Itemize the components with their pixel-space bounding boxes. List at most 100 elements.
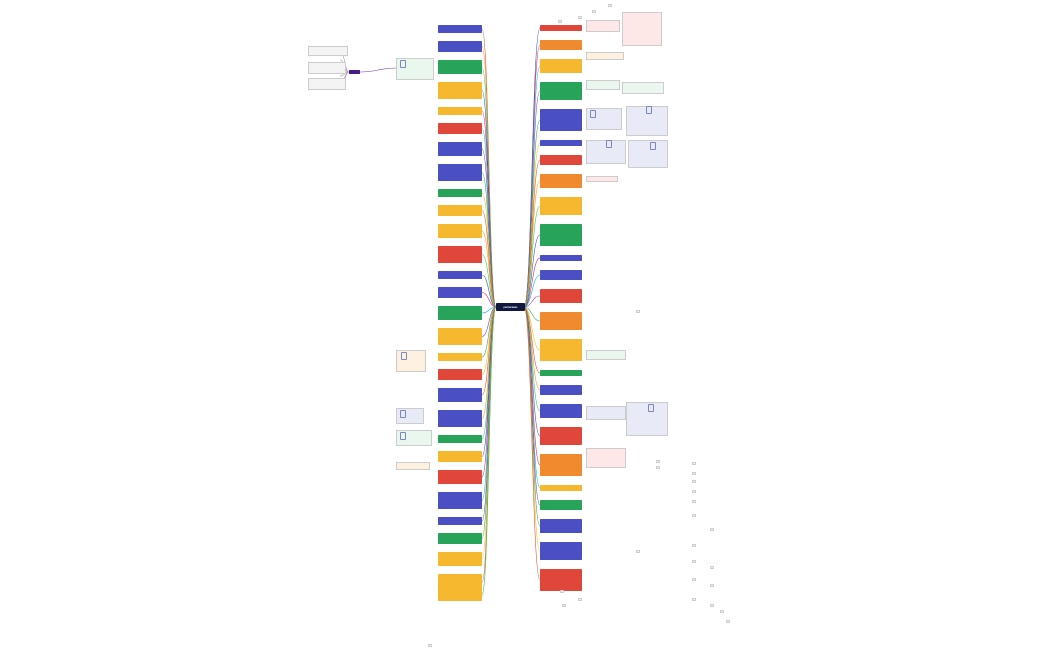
- note-card[interactable]: [586, 448, 626, 468]
- left-topic-node[interactable]: [438, 410, 482, 427]
- label-tag[interactable]: [560, 590, 564, 593]
- label-tag[interactable]: [656, 466, 660, 469]
- left-topic-node[interactable]: [438, 306, 482, 320]
- right-topic-node[interactable]: [540, 339, 582, 361]
- left-topic-node[interactable]: [438, 107, 482, 115]
- note-card[interactable]: [622, 12, 662, 46]
- right-topic-node[interactable]: [540, 404, 582, 418]
- left-topic-node[interactable]: [438, 224, 482, 238]
- left-subtopic-node[interactable]: [349, 70, 360, 74]
- right-topic-node[interactable]: [540, 82, 582, 100]
- left-topic-node[interactable]: [438, 517, 482, 525]
- right-topic-node[interactable]: [540, 542, 582, 560]
- note-card[interactable]: [586, 350, 626, 360]
- left-topic-node[interactable]: [438, 353, 482, 361]
- note-card[interactable]: [396, 462, 430, 470]
- left-topic-node[interactable]: [438, 142, 482, 156]
- right-topic-node[interactable]: [540, 40, 582, 50]
- right-topic-node[interactable]: [540, 224, 582, 246]
- left-topic-node[interactable]: [438, 205, 482, 216]
- left-topic-node[interactable]: [438, 388, 482, 402]
- label-tag[interactable]: [692, 514, 696, 517]
- note-card[interactable]: [586, 80, 620, 90]
- label-tag[interactable]: [692, 472, 696, 475]
- label-tag[interactable]: [720, 610, 724, 613]
- label-tag[interactable]: [710, 528, 714, 531]
- label-tag[interactable]: [608, 4, 612, 7]
- note-card[interactable]: [586, 176, 618, 182]
- right-topic-node[interactable]: [540, 569, 582, 591]
- label-tag[interactable]: [656, 460, 660, 463]
- note-card[interactable]: [396, 350, 426, 372]
- left-topic-node[interactable]: [438, 451, 482, 462]
- right-topic-node[interactable]: [540, 427, 582, 445]
- label-tag[interactable]: [692, 560, 696, 563]
- label-tag[interactable]: [636, 550, 640, 553]
- note-card[interactable]: [626, 106, 668, 136]
- left-topic-node[interactable]: [438, 435, 482, 443]
- label-tag[interactable]: [726, 620, 730, 623]
- left-topic-node[interactable]: [438, 164, 482, 181]
- right-topic-node[interactable]: [540, 174, 582, 188]
- label-tag[interactable]: [692, 490, 696, 493]
- right-topic-node[interactable]: [540, 197, 582, 215]
- right-topic-node[interactable]: [540, 519, 582, 533]
- note-card[interactable]: [308, 78, 346, 90]
- right-topic-node[interactable]: [540, 270, 582, 280]
- label-tag[interactable]: [692, 500, 696, 503]
- left-topic-node[interactable]: [438, 189, 482, 197]
- left-topic-node[interactable]: [438, 82, 482, 99]
- note-card[interactable]: [308, 46, 348, 56]
- right-topic-node[interactable]: [540, 312, 582, 330]
- label-tag[interactable]: [710, 566, 714, 569]
- right-topic-node[interactable]: [540, 289, 582, 303]
- label-tag[interactable]: [428, 644, 432, 647]
- note-card[interactable]: [586, 20, 620, 32]
- right-topic-node[interactable]: [540, 59, 582, 73]
- right-topic-node[interactable]: [540, 370, 582, 376]
- note-card[interactable]: [586, 406, 626, 420]
- left-topic-node[interactable]: [438, 25, 482, 33]
- left-topic-node[interactable]: [438, 590, 482, 601]
- left-topic-node[interactable]: [438, 492, 482, 509]
- label-tag[interactable]: [592, 10, 596, 13]
- note-card[interactable]: [396, 408, 424, 424]
- left-topic-node[interactable]: [438, 123, 482, 134]
- note-card[interactable]: [626, 402, 668, 436]
- left-topic-node[interactable]: [438, 41, 482, 52]
- label-tag[interactable]: [558, 20, 562, 23]
- left-topic-node[interactable]: [438, 369, 482, 380]
- left-topic-node[interactable]: [438, 246, 482, 263]
- label-tag[interactable]: [578, 598, 582, 601]
- label-tag[interactable]: [692, 462, 696, 465]
- left-topic-node[interactable]: [438, 328, 482, 345]
- right-topic-node[interactable]: [540, 500, 582, 510]
- left-topic-node[interactable]: [438, 552, 482, 566]
- right-topic-node[interactable]: [540, 25, 582, 31]
- label-tag[interactable]: [692, 578, 696, 581]
- label-tag[interactable]: [710, 584, 714, 587]
- root-node[interactable]: расписание: [496, 303, 525, 311]
- label-tag[interactable]: [692, 544, 696, 547]
- left-topic-node[interactable]: [438, 60, 482, 74]
- label-tag[interactable]: [562, 604, 566, 607]
- right-topic-node[interactable]: [540, 140, 582, 146]
- note-card[interactable]: [628, 140, 668, 168]
- label-tag[interactable]: [636, 310, 640, 313]
- right-topic-node[interactable]: [540, 155, 582, 165]
- note-card[interactable]: [622, 82, 664, 94]
- left-topic-node[interactable]: [438, 287, 482, 298]
- right-topic-node[interactable]: [540, 485, 582, 491]
- label-tag[interactable]: [578, 16, 582, 19]
- note-card[interactable]: [308, 62, 346, 74]
- left-topic-node[interactable]: [438, 574, 482, 591]
- right-topic-node[interactable]: [540, 385, 582, 395]
- left-topic-node[interactable]: [438, 271, 482, 279]
- right-topic-node[interactable]: [540, 255, 582, 261]
- right-topic-node[interactable]: [540, 109, 582, 131]
- right-topic-node[interactable]: [540, 454, 582, 476]
- note-card[interactable]: [586, 52, 624, 60]
- left-topic-node[interactable]: [438, 533, 482, 544]
- label-tag[interactable]: [692, 598, 696, 601]
- label-tag[interactable]: [692, 480, 696, 483]
